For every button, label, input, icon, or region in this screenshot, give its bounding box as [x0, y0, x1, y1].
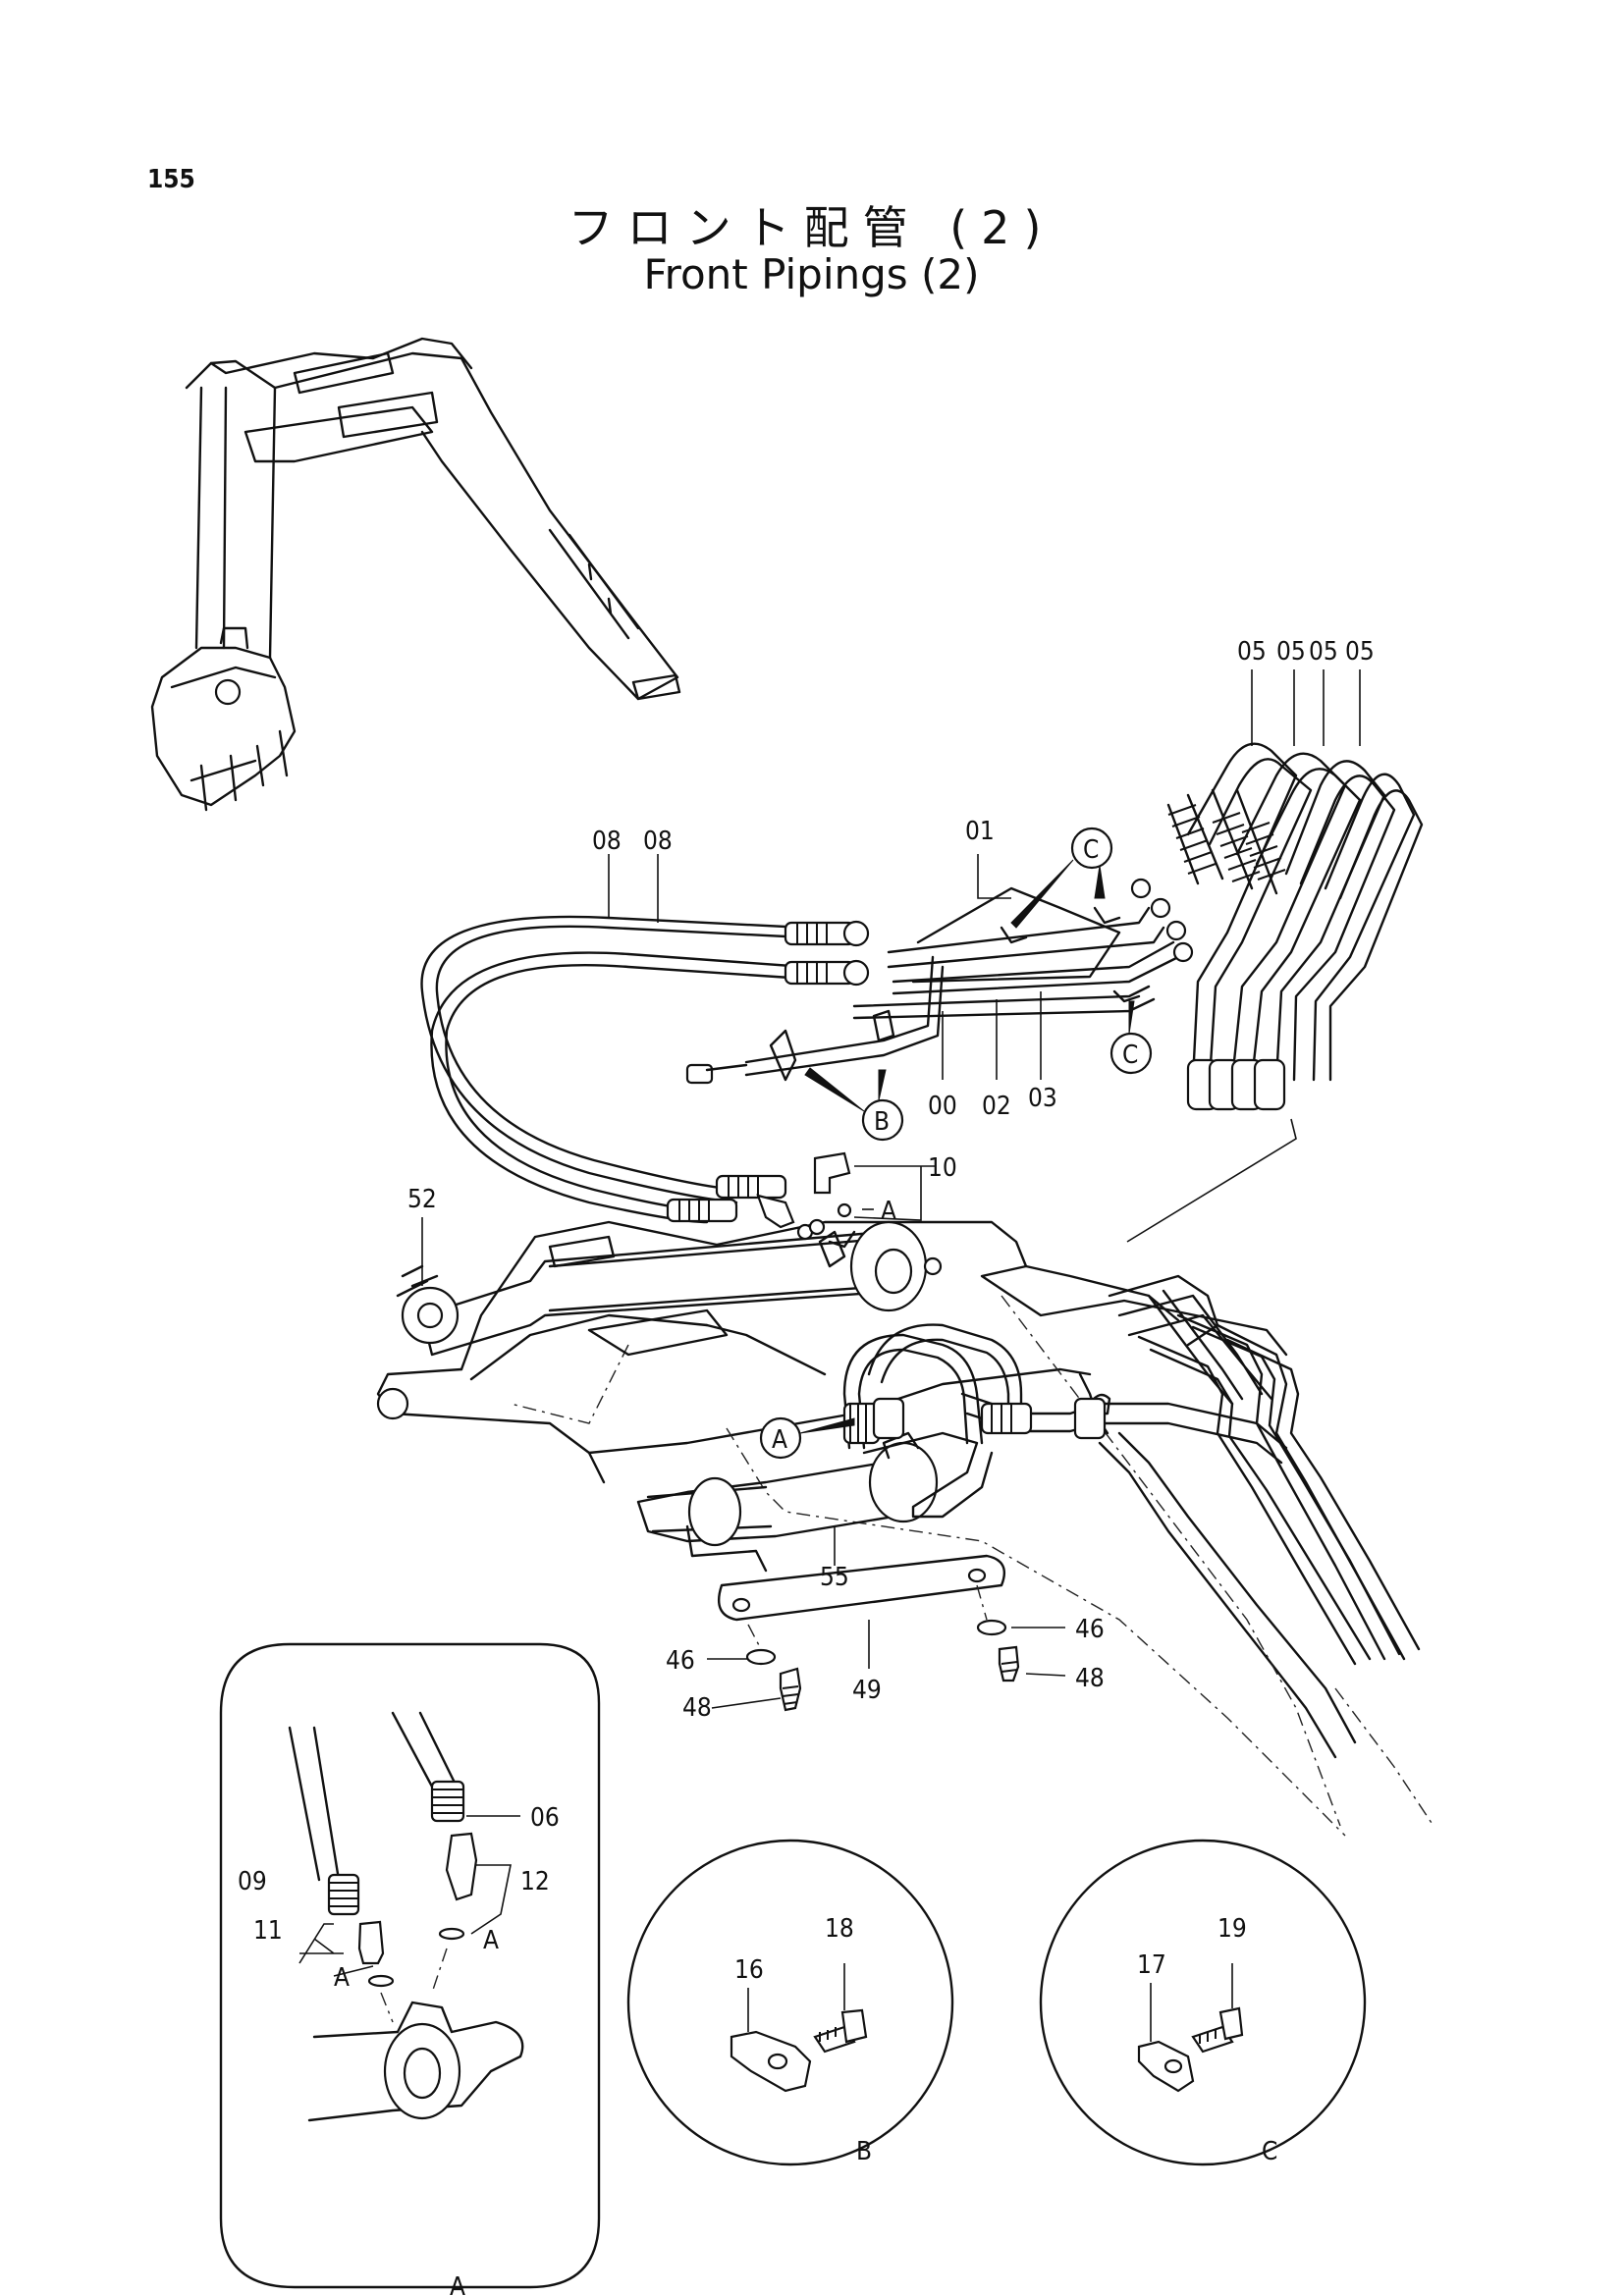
- label-00: 00: [928, 1092, 957, 1121]
- steel-tubes-00-03: [685, 878, 1194, 1085]
- label-52: 52: [407, 1185, 437, 1214]
- hoses-08: [420, 915, 870, 1224]
- boom-assembly: [376, 1220, 1357, 1837]
- label-10: 10: [928, 1153, 957, 1183]
- label-16: 16: [734, 1955, 764, 1985]
- label-05c: 05: [1309, 637, 1338, 667]
- label-02: 02: [982, 1092, 1011, 1121]
- detail-view-c: [1039, 1839, 1367, 2166]
- detail-view-b: [626, 1839, 954, 2166]
- label-05d: 05: [1345, 637, 1375, 667]
- detail-caption-b: B: [856, 2137, 872, 2166]
- page-title-japanese: フロント配管 (2): [568, 201, 1055, 254]
- callout-b: B: [874, 1107, 890, 1137]
- leader-lines: [421, 669, 1361, 1709]
- label-49: 49: [852, 1676, 882, 1705]
- page-number: 155: [147, 165, 195, 194]
- callout-markers: [759, 827, 1153, 1460]
- excavator-overview-drawing: [150, 337, 681, 812]
- elbow-fittings-10: [756, 1151, 856, 1249]
- label-03: 03: [1028, 1084, 1057, 1113]
- label-01: 01: [965, 817, 995, 846]
- label-48a: 48: [682, 1693, 712, 1723]
- callout-c-lower: C: [1122, 1041, 1138, 1070]
- steel-pipes-05: [1126, 742, 1424, 1243]
- label-08b: 08: [643, 827, 673, 856]
- boom-cylinder-55: [636, 1431, 994, 1573]
- page-title-english: Front Pipings (2): [643, 250, 980, 298]
- label-18: 18: [825, 1914, 854, 1944]
- label-09: 09: [238, 1867, 267, 1896]
- callout-a-main: A: [772, 1425, 787, 1455]
- callout-a-detail-12: A: [483, 1926, 499, 1955]
- label-06: 06: [530, 1803, 560, 1833]
- detail-view-a: [219, 1642, 601, 2289]
- hose-fittings: [666, 920, 870, 1223]
- label-19: 19: [1217, 1914, 1247, 1944]
- part-number-labels: 05 05 05 05 08 08 01 00 02 03 10 52 55 4…: [238, 637, 1375, 1985]
- label-05b: 05: [1276, 637, 1306, 667]
- detail-caption-a: A: [450, 2272, 465, 2296]
- hoses-to-cylinder: [842, 1274, 1434, 1827]
- callout-c-top: C: [1083, 835, 1099, 865]
- callout-a-elbow: A: [881, 1197, 896, 1226]
- label-46a: 46: [666, 1646, 695, 1676]
- clamp-plate-49: [717, 1554, 1020, 1712]
- label-05a: 05: [1237, 637, 1267, 667]
- detail-captions: A B C: [450, 2137, 1277, 2296]
- label-17: 17: [1137, 1950, 1166, 1980]
- callout-letters: C C B A A A A: [334, 835, 1138, 1993]
- label-11: 11: [253, 1916, 283, 1946]
- detail-caption-c: C: [1262, 2137, 1277, 2166]
- label-08a: 08: [592, 827, 622, 856]
- label-55: 55: [820, 1563, 849, 1592]
- arm-cylinder-52: [396, 1220, 943, 1357]
- label-48b: 48: [1075, 1664, 1105, 1693]
- label-12: 12: [520, 1867, 550, 1896]
- label-46b: 46: [1075, 1615, 1105, 1644]
- callout-a-detail-11: A: [334, 1963, 350, 1993]
